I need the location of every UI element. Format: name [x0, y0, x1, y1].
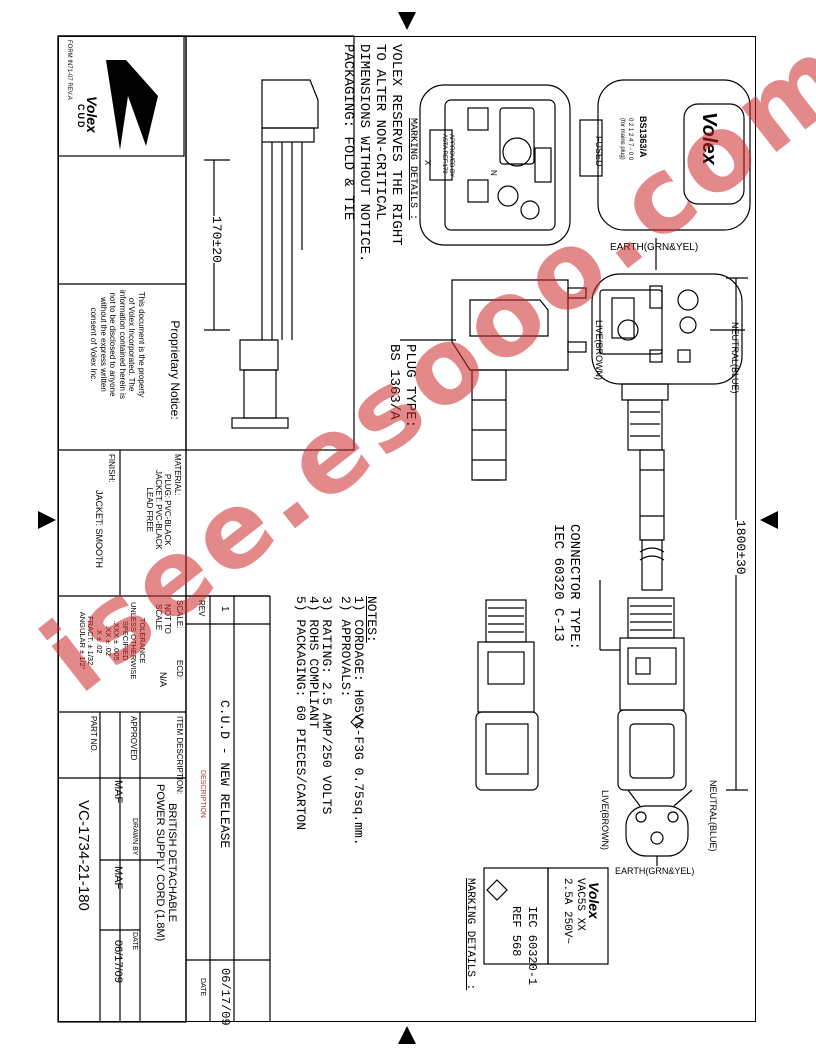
earth-label-top: EARTH(GRN&YEL) — [610, 242, 699, 253]
scale-value: NOT TO SCALE — [154, 604, 172, 634]
plug-type: PLUG TYPE: BS 1363/A — [386, 344, 418, 429]
date-value: 06/17/09 — [112, 940, 124, 983]
live-label-connector: LIVE(BROWN) — [600, 790, 610, 851]
connector-marking-label: MARKING DETAILS : — [464, 878, 476, 991]
neutral-label-connector: NEUTRAL(BLUE) — [708, 780, 718, 852]
connector-iec: IEC 60320-1 REF 568 — [509, 906, 539, 986]
logo-sub: CUD — [76, 104, 86, 130]
tolerance-block: TOLERANCE UNLESS OTHERWISE SPECIFIED .XX… — [77, 602, 147, 680]
note-item: 5) PACKAGING: 60 PIECES/CARTON — [293, 596, 308, 831]
ecd-value: N/A — [158, 672, 168, 688]
material-lines: PLUG: PVC-BLACK JACKET: PVC-BLACK LEAD F… — [145, 470, 172, 550]
volex-logo-mark — [106, 60, 158, 150]
reserve-note: VOLEX RESERVES THE RIGHT TO ALTER NON-CR… — [340, 44, 404, 263]
rev-number: 1 — [219, 606, 230, 612]
part-label: PART NO. — [89, 716, 98, 753]
plug-x-mark: X — [423, 160, 432, 166]
item-description: BRITISH DETACHABLE POWER SUPPLY CORD (1.… — [154, 784, 178, 942]
approved-value: MAF — [112, 780, 124, 804]
date-header: DATE — [199, 978, 206, 997]
rev-description: C.U.D - NEW RELEASE — [217, 700, 232, 849]
proprietary-text: This document is the property of Volex I… — [89, 290, 147, 399]
live-label-plug: LIVE(BROWN) — [594, 320, 604, 381]
plug-fused-label: FUSED — [594, 136, 604, 167]
rev-date: 06/17/09 — [218, 968, 232, 1026]
material-label: MATERIAL: — [173, 454, 182, 496]
plug-n-mark: N — [489, 170, 498, 176]
plug-brand: Volex — [698, 112, 720, 165]
connector-type: CONNECTOR TYPE: IEC 60320 C-13 — [550, 524, 582, 651]
plug-sub-code: 0 2 1 2 4 7 - 0 0 (for mains plug) — [619, 118, 633, 161]
proprietary-title: Proprietary Notice: — [168, 320, 182, 420]
note-item: 1) CORDAGE: H05VV-F3G 0.75sq.mm. — [351, 596, 366, 846]
dim-total: 1800±30 — [733, 520, 748, 575]
plug-kite-text: BS1363/A — [638, 116, 648, 158]
plug-approval-text: APPROVED BY ASTA REF.179 — [441, 134, 454, 178]
notes-title: NOTES: — [364, 596, 379, 643]
drawn-value: MAF — [112, 866, 124, 890]
finish-label: FINISH: — [107, 454, 116, 483]
part-number: VC-1734-21-180 — [75, 800, 92, 911]
form-number: FORM IN71-07 REV.A — [66, 40, 72, 100]
rev-header: REV — [197, 600, 206, 617]
earth-label-connector: EARTH(GRN&YEL) — [615, 866, 695, 876]
center-mark-top — [398, 12, 416, 30]
marking-details-label: MARKING DETAILS : — [407, 118, 418, 221]
logo-brand: Volex — [84, 96, 100, 133]
note-item: 3) RATING: 2.5 AMP/250 VOLTS — [319, 596, 334, 815]
connector-rating: VAC5S XX 2.5A 250V~ — [561, 878, 586, 945]
connector-brand: Volex — [586, 882, 602, 919]
description-header: DESCRIPTION — [199, 770, 206, 818]
approved-label: APPROVED — [129, 716, 138, 761]
center-mark-right — [760, 511, 778, 529]
neutral-label-plug: NEUTRAL(BLUE) — [730, 322, 740, 394]
scale-label: SCALE: — [175, 600, 184, 629]
ecd-label: ECD: — [175, 660, 184, 680]
finish-value: JACKET: SMOOTH — [94, 490, 104, 569]
center-mark-bottom — [398, 1026, 416, 1044]
dim-side: 170±20 — [209, 216, 224, 263]
center-mark-left — [38, 511, 56, 529]
notes-block: NOTES: 1) CORDAGE: H05VV-F3G 0.75sq.mm. … — [293, 596, 379, 846]
drawn-label: DRAWN BY — [131, 818, 138, 856]
date-label: DATE — [131, 932, 138, 951]
item-description-label: ITEM DESCRIPTION: — [175, 716, 184, 795]
